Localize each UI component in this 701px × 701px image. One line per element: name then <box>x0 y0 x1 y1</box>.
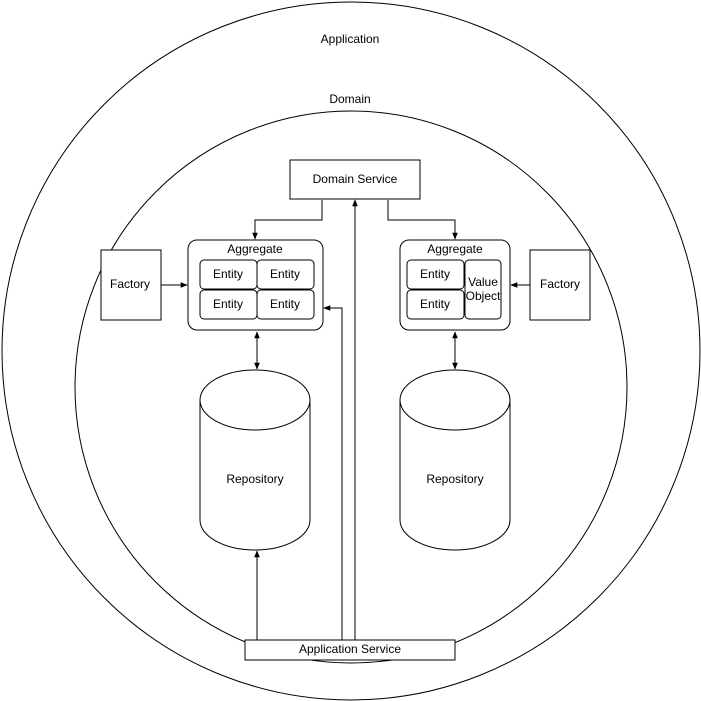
right-aggregate-label: Aggregate <box>427 242 483 256</box>
right-repository-cylinder <box>399 369 511 551</box>
right-value-object-label-line2: Object <box>466 289 501 303</box>
right-repository-label: Repository <box>426 472 483 486</box>
left-aggregate-label: Aggregate <box>227 242 283 256</box>
right-repository-cylinder-rim <box>399 399 511 431</box>
left-entity-box-2 <box>256 259 315 290</box>
left-entity-label-4: Entity <box>270 297 300 311</box>
application-service-box <box>244 639 456 661</box>
domain-layer-label: Domain <box>329 92 370 106</box>
left-factory-label: Factory <box>110 277 150 291</box>
right-value-object-box <box>464 259 502 320</box>
right-entity-box-1 <box>406 259 465 290</box>
right-entity-label-1: Entity <box>420 267 450 281</box>
app-service-to-left-aggregate-arrow <box>323 305 343 640</box>
left-entity-label-2: Entity <box>270 267 300 281</box>
left-repository-label: Repository <box>226 472 283 486</box>
domain-service-label: Domain Service <box>313 172 398 186</box>
domain-service-to-left-aggregate-arrow <box>252 200 323 240</box>
application-layer-label: Application <box>321 32 380 46</box>
left-repository-cylinder-rim <box>199 399 311 431</box>
left-entity-label-3: Entity <box>213 297 243 311</box>
right-value-object-label-line1: Value <box>468 275 498 289</box>
right-entity-label-2: Entity <box>420 297 450 311</box>
left-entity-box-4 <box>256 289 315 320</box>
domain-service-to-right-aggregate-arrow <box>387 200 458 240</box>
left-repository-cylinder <box>199 369 311 551</box>
application-service-label: Application Service <box>299 642 401 656</box>
domain-service-box <box>289 159 421 200</box>
right-factory-label: Factory <box>540 277 580 291</box>
right-entity-box-2 <box>406 289 465 320</box>
left-entity-label-1: Entity <box>213 267 243 281</box>
